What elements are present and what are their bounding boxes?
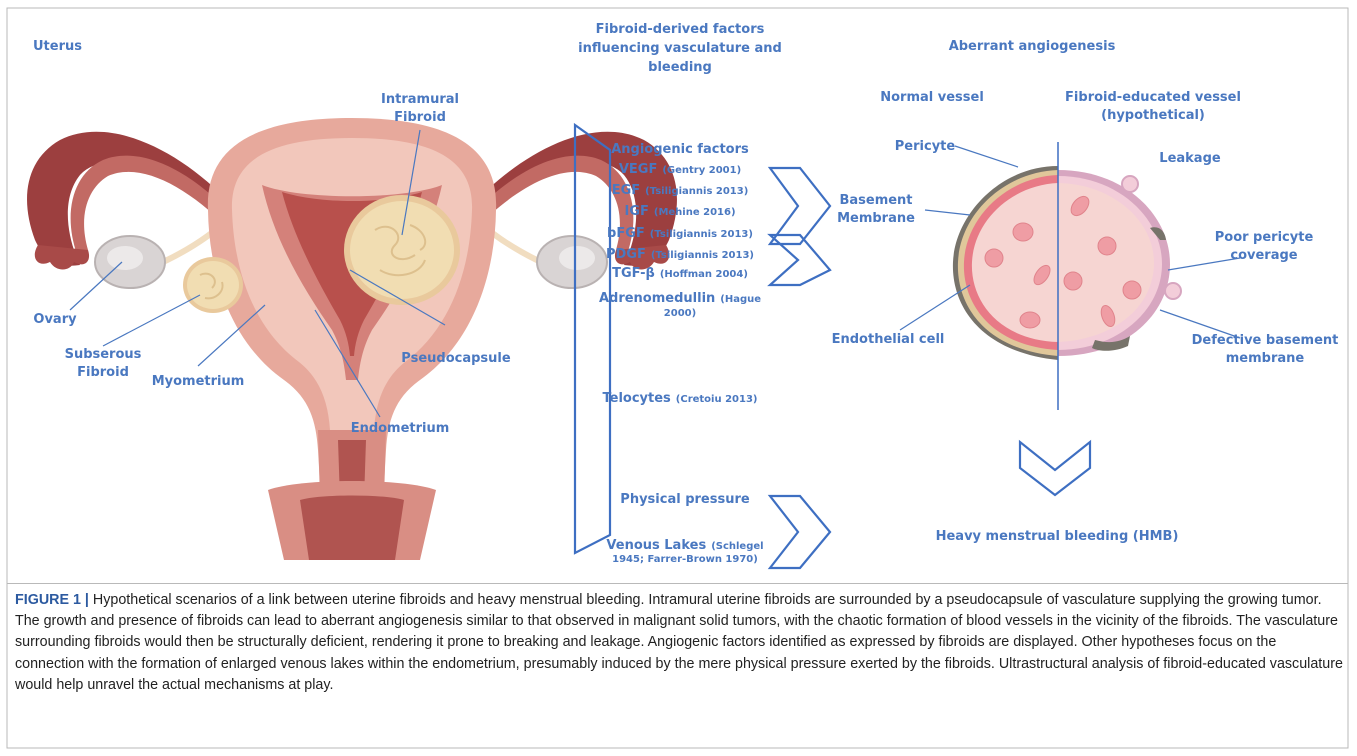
factor-name: VEGF: [619, 162, 658, 177]
label-myometrium: Myometrium: [152, 374, 245, 389]
telocytes-name: Telocytes: [602, 391, 671, 406]
label-subserous-line1: Subserous: [65, 347, 142, 362]
educated-vessel-label-line2: (hypothetical): [1101, 108, 1205, 123]
venous-lakes-ref-line1: (Schlegel: [711, 541, 763, 552]
factors-bracket: [575, 125, 610, 553]
angiogenic-factor-item: PDGF (Tsiligiannis 2013): [606, 247, 754, 262]
angiogenic-arrow-top: [770, 168, 830, 244]
leakage-label: Leakage: [1159, 151, 1221, 166]
vessel-cross-section: [953, 166, 1181, 360]
pressure-arrow: [770, 496, 830, 568]
angiogenic-factor-item: EGF (Tsiligiannis 2013): [612, 183, 749, 198]
factors-title-line2: influencing vasculature and: [578, 41, 782, 56]
basement-membrane-label-line2: Membrane: [837, 211, 915, 226]
caption-lead: FIGURE 1 |: [15, 592, 89, 608]
adrenomedullin-ref-line1: (Hague: [720, 294, 761, 305]
angiogenic-factor-item: bFGF (Tsiligiannis 2013): [607, 226, 753, 241]
factor-reference: (Gentry 2001): [662, 165, 741, 176]
factor-reference: (Tsiligiannis 2013): [645, 186, 748, 197]
label-ovary: Ovary: [33, 312, 77, 327]
angiogenic-factor-item: IGF (Mehine 2016): [624, 204, 735, 219]
factor-reference: (Tsiligiannis 2013): [651, 250, 754, 261]
angiogenic-factor-item: VEGF (Gentry 2001): [619, 162, 741, 177]
factor-name: IGF: [624, 204, 648, 219]
factor-reference: (Mehine 2016): [654, 207, 736, 218]
adrenomedullin-line1: Adrenomedullin (Hague: [599, 291, 761, 306]
figure-caption: FIGURE 1 | Hypothetical scenarios of a l…: [15, 590, 1343, 696]
adrenomedullin-ref-line2: 2000): [664, 308, 696, 319]
label-pseudocapsule: Pseudocapsule: [401, 351, 511, 366]
angiogenic-factor-item: TGF-β (Hoffman 2004): [612, 266, 748, 281]
aberrant-angiogenesis-title: Aberrant angiogenesis: [949, 39, 1116, 54]
poor-pericyte-label-line2: coverage: [1230, 248, 1297, 263]
factor-reference: (Tsiligiannis 2013): [650, 229, 753, 240]
physical-pressure-label: Physical pressure: [620, 492, 750, 507]
basement-membrane-label-line1: Basement: [839, 193, 912, 208]
label-intramural-line2: Fibroid: [394, 110, 446, 125]
uterus-illustration: [27, 118, 677, 560]
factor-name: TGF-β: [612, 266, 655, 281]
factor-name: bFGF: [607, 226, 645, 241]
venous-lakes-ref-line2: 1945; Farrer-Brown 1970): [612, 554, 758, 565]
venous-lakes-name: Venous Lakes: [606, 538, 706, 553]
venous-lakes-line1: Venous Lakes (Schlegel: [606, 538, 763, 553]
factors-title-line1: Fibroid-derived factors: [596, 22, 765, 37]
factor-name: PDGF: [606, 247, 646, 262]
pericyte-label: Pericyte: [895, 139, 956, 154]
adrenomedullin-name: Adrenomedullin: [599, 291, 715, 306]
factor-name: EGF: [612, 183, 640, 198]
factors-title-line3: bleeding: [648, 60, 712, 75]
poor-pericyte-label-line1: Poor pericyte: [1215, 230, 1314, 245]
normal-vessel-label: Normal vessel: [880, 90, 984, 105]
factor-reference: (Hoffman 2004): [660, 269, 748, 280]
hmb-outcome-label: Heavy menstrual bleeding (HMB): [936, 529, 1179, 544]
label-subserous-line2: Fibroid: [77, 365, 129, 380]
defective-membrane-label-line2: membrane: [1226, 351, 1305, 366]
telocytes-line: Telocytes (Cretoiu 2013): [602, 391, 757, 406]
label-endometrium: Endometrium: [351, 421, 450, 436]
caption-text: Hypothetical scenarios of a link between…: [15, 592, 1343, 693]
label-intramural-line1: Intramural: [381, 92, 459, 107]
defective-membrane-label-line1: Defective basement: [1192, 333, 1339, 348]
angiogenic-factors-title: Angiogenic factors: [611, 142, 749, 157]
down-arrow-to-hmb: [1020, 442, 1090, 495]
endothelial-cell-label: Endothelial cell: [832, 332, 945, 347]
uterus-section-title: Uterus: [33, 39, 82, 54]
telocytes-ref: (Cretoiu 2013): [676, 394, 758, 405]
educated-vessel-label-line1: Fibroid-educated vessel: [1065, 90, 1241, 105]
